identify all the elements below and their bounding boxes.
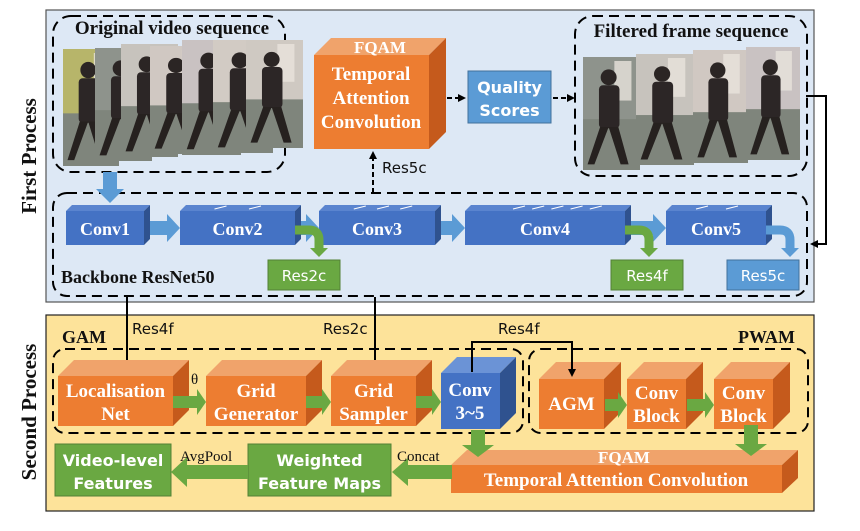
fqam-bottom-block: FQAM Temporal Attention Convolution: [451, 448, 798, 493]
quality-scores-block: Quality Scores: [467, 70, 552, 124]
backbone-group: [52, 192, 808, 297]
original-sequence-title: Original video sequence: [75, 18, 269, 39]
fqam-bottom-title: FQAM: [598, 448, 650, 467]
gam-flow-arrow: [173, 389, 206, 415]
pwam-res4f-label: Res4f: [498, 320, 540, 338]
conv35-label: 3~5: [456, 403, 485, 424]
filtered-sequence-group: [574, 15, 808, 177]
backbone-block-conv5: Conv5: [666, 205, 772, 245]
pwam-flow-arrow: [687, 392, 714, 418]
backbone-title: Backbone ResNet50: [61, 267, 215, 287]
fqam-top-block: FQAM Temporal Attention Convolution: [314, 38, 446, 149]
gam-block-label: Generator: [214, 404, 299, 425]
first-process-label: First Process: [17, 98, 41, 214]
pwam-block-label: AGM: [548, 394, 595, 415]
fqam-top-line: Convolution: [321, 112, 422, 133]
video-frame: [636, 54, 694, 165]
gam-block-label: Grid: [354, 381, 393, 402]
filtered-sequence-title: Filtered frame sequence: [594, 21, 789, 42]
video-frame: [246, 40, 303, 148]
res5c-link-label: Res5c: [382, 159, 427, 177]
gam-block-label: Net: [101, 404, 130, 425]
video-frame: [746, 47, 800, 160]
video-frame: [583, 57, 640, 170]
pwam-block-label: Conv: [722, 383, 766, 404]
video-level-line: Features: [73, 474, 152, 493]
theta-label: θ: [191, 372, 198, 388]
video-frame: [693, 50, 748, 163]
backbone-block-conv4: Conv4: [465, 205, 631, 245]
video-level-line: Video-level: [63, 451, 164, 470]
fqam-top-line: Temporal: [332, 64, 410, 85]
backbone-block-label: Conv4: [520, 219, 570, 239]
gam-block-label: Sampler: [339, 404, 408, 425]
weighted-line: Feature Maps: [258, 474, 381, 493]
pwam-block-label: Conv: [635, 383, 679, 404]
avgpool-label: AvgPool: [180, 449, 232, 465]
fqam-top-line: Attention: [332, 88, 409, 109]
conv35-to-fqam-arrow: [462, 430, 494, 457]
conv2-to-res2c-arrow: [295, 225, 328, 257]
backbone-block-conv1: Conv1: [66, 205, 150, 245]
weighted-feature-maps-block: Weighted Feature Maps: [247, 443, 392, 497]
gam-block-label: Grid: [236, 381, 275, 402]
pwam-flow-arrow: [605, 392, 627, 418]
quality-scores-line: Scores: [479, 101, 539, 120]
weighted-to-video-arrow: [171, 457, 248, 487]
video-level-features-block: Video-level Features: [54, 443, 172, 497]
res2c-output: Res2c: [267, 259, 341, 291]
backbone-block-conv3: Conv3: [319, 205, 441, 245]
backbone-blocks: Conv1 Conv2 Conv3 Conv4 Conv5: [66, 205, 799, 257]
original-sequence-group: [52, 15, 286, 173]
conv35-label: Conv: [448, 380, 492, 401]
backbone-block-label: Conv2: [212, 219, 262, 239]
res4f-label: Res4f: [626, 267, 668, 285]
quality-scores-line: Quality: [477, 78, 542, 97]
gam-res4f-label: Res4f: [132, 320, 174, 338]
filtered-frames: [583, 47, 800, 170]
conv35-to-agm-connector: [471, 341, 576, 377]
original-frames: [63, 40, 303, 166]
fqam-bottom-line: Temporal Attention Convolution: [484, 470, 749, 491]
gam-res2c-label: Res2c: [323, 320, 368, 338]
res5c-output: Res5c: [726, 259, 800, 291]
backbone-block-label: Conv1: [80, 219, 130, 239]
gam-title: GAM: [62, 327, 106, 347]
pwam-group: [528, 348, 809, 434]
backbone-block-label: Conv3: [352, 219, 402, 239]
res5c-label: Res5c: [741, 267, 786, 285]
pwam-block-label: Block: [720, 406, 767, 427]
fqam-to-weighted-arrow: [392, 458, 452, 486]
res4f-output: Res4f: [610, 259, 684, 291]
conv4-to-res4f-arrow: [625, 225, 658, 257]
weighted-line: Weighted: [276, 451, 362, 470]
backbone-flow-arrow: [150, 214, 180, 242]
filtered-to-backbone-connector: [806, 95, 827, 248]
backbone-flow-arrow: [441, 214, 465, 242]
pwam-title: PWAM: [738, 327, 795, 347]
pwam-block-0: AGM: [539, 362, 621, 429]
fqam-top-title: FQAM: [354, 38, 406, 57]
backbone-block-conv2: Conv2: [180, 205, 301, 245]
gam-flow-arrow: [306, 389, 331, 415]
conv5-to-res5c-arrow: [766, 225, 799, 257]
conv35-block: Conv3~5: [441, 357, 516, 429]
res2c-label: Res2c: [282, 267, 327, 285]
original-to-conv1-arrow: [96, 172, 124, 203]
concat-label: Concat: [397, 449, 440, 465]
second-process-blocks: LocalisationNetGridGeneratorGridSamplerθ…: [58, 357, 790, 429]
backbone-block-label: Conv5: [691, 219, 741, 239]
pwam-block-label: Block: [633, 406, 680, 427]
second-process-label: Second Process: [17, 344, 41, 481]
gam-block-label: Localisation: [66, 381, 166, 402]
gam-flow-arrow: [416, 389, 441, 415]
convblock-to-fqam-arrow: [735, 425, 767, 456]
